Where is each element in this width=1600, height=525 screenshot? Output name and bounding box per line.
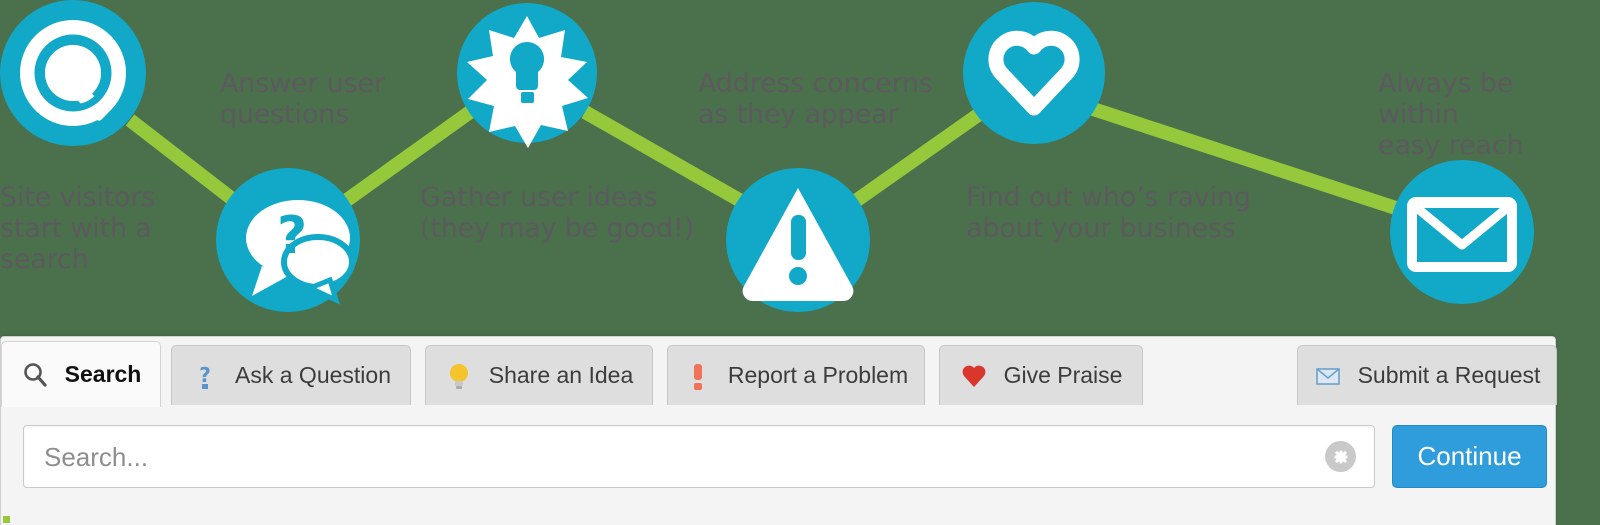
tab-label: Ask a Question (235, 362, 391, 388)
search-row: Continue (1, 405, 1555, 525)
tab-label: Report a Problem (727, 362, 909, 388)
tab-search[interactable]: Search (1, 341, 161, 407)
hero-diagram: ? Site visitors star (0, 0, 1534, 312)
connector-line-3 (581, 105, 752, 212)
search-magnifier-lens (45, 45, 101, 101)
node-request (1390, 160, 1534, 304)
support-widget-panel: Search ? Ask a Question Share an Idea Re… (0, 336, 1557, 525)
search-magnifier-gap (34, 34, 112, 112)
tab-submit-a-request[interactable]: Submit a Request (1297, 345, 1557, 405)
heart-icon (962, 365, 985, 387)
tab-label: Share an Idea (488, 362, 634, 388)
tab-label: Search (64, 361, 142, 387)
envelope-flap (1414, 204, 1510, 250)
svg-text:?: ? (277, 206, 307, 266)
continue-button[interactable]: Continue (1392, 425, 1547, 488)
svg-text:?: ? (199, 363, 211, 387)
connector-line-4 (845, 104, 990, 211)
tab-ask-a-question[interactable]: ? Ask a Question (171, 345, 411, 405)
search-icon (23, 362, 47, 387)
clear-icon[interactable] (1325, 441, 1356, 472)
node-problem (726, 168, 870, 312)
heart-icon (988, 30, 1080, 116)
tab-share-an-idea[interactable]: Share an Idea (425, 345, 653, 405)
node-idea (457, 3, 597, 148)
search-field-wrapper (23, 425, 1375, 489)
question-mark-icon: ? (199, 363, 211, 389)
warning-exclamation-dot (789, 267, 807, 285)
hero-diagram-graphic: ? (0, 0, 1534, 312)
warning-exclamation-stem (791, 215, 806, 260)
tab-strip: Search ? Ask a Question Share an Idea Re… (1, 337, 1557, 407)
node-search (0, 0, 146, 146)
corner-accent-dot (3, 516, 10, 523)
search-input[interactable] (42, 426, 1316, 489)
exclamation-icon (693, 363, 702, 390)
connector-line-5 (1087, 101, 1411, 219)
envelope-icon (1315, 367, 1340, 385)
tab-label: Give Praise (1003, 362, 1123, 388)
node-circle (963, 2, 1105, 144)
tab-report-a-problem[interactable]: Report a Problem (667, 345, 925, 405)
node-question: ? (216, 168, 360, 312)
close-icon (1333, 449, 1348, 464)
lightbulb-icon (449, 363, 468, 389)
connector-lines (125, 101, 1411, 219)
tab-give-praise[interactable]: Give Praise (939, 345, 1143, 405)
question-speech-bubbles-icon: ? (246, 200, 355, 305)
node-praise (963, 2, 1105, 144)
connector-line-1 (125, 114, 245, 211)
tab-label: Submit a Request (1357, 362, 1541, 388)
connector-line-2 (335, 106, 475, 211)
lightbulb-base (521, 92, 534, 103)
lightbulb-glyph (509, 41, 545, 90)
